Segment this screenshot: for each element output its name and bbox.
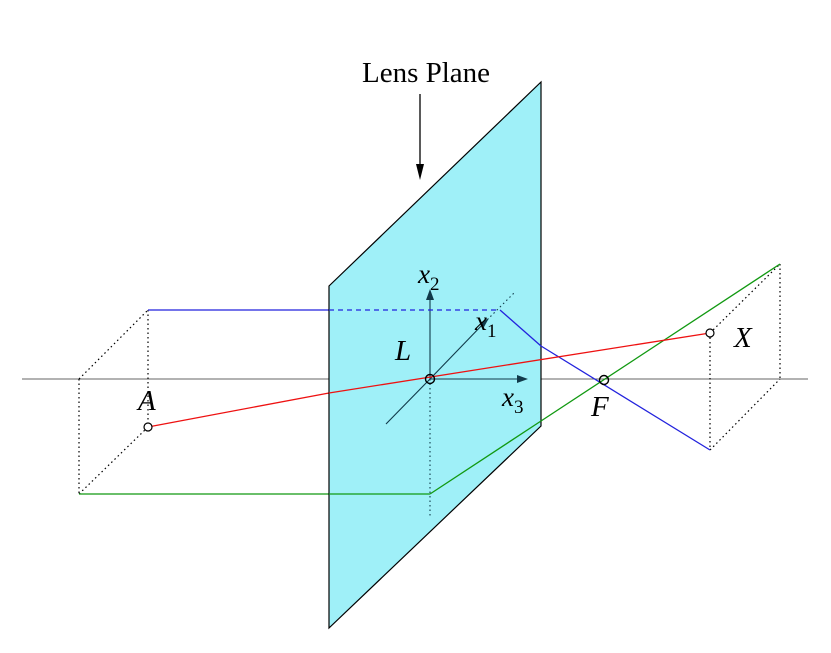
image-guide-box [709, 263, 781, 451]
axis-x1-label: x1 [474, 306, 496, 342]
point-A-marker [143, 422, 153, 432]
axis-x1 [429, 322, 485, 380]
point-A-label: A [136, 385, 156, 417]
point-F-label: F [590, 391, 609, 423]
red-ray-back [147, 392, 330, 428]
axis-x1-back [385, 378, 431, 425]
local-axes [385, 292, 520, 518]
point-F-marker [598, 374, 610, 386]
point-X-marker [705, 328, 715, 338]
axis-x2-label: x2 [417, 259, 439, 295]
point-L-marker [424, 373, 436, 385]
red-ray-front [328, 332, 711, 394]
object-guide-box [78, 309, 149, 495]
point-X-label: X [733, 322, 753, 354]
lens-plane-label: Lens Plane [362, 57, 490, 89]
lens-plane [328, 80, 542, 630]
green-ray-front [540, 263, 781, 422]
point-L-label: L [394, 335, 411, 367]
blue-ray-front [540, 345, 711, 451]
lens-plane-pointer-arrowhead [416, 164, 424, 180]
axis-x2-arrowhead [426, 289, 434, 300]
axis-x1-arrowhead [480, 318, 489, 327]
green-ray-on-plane-rise [429, 420, 542, 495]
blue-ray-on-plane [499, 309, 542, 347]
axis-x3-arrowhead [517, 375, 528, 383]
axis-x3-label: x3 [501, 382, 523, 418]
